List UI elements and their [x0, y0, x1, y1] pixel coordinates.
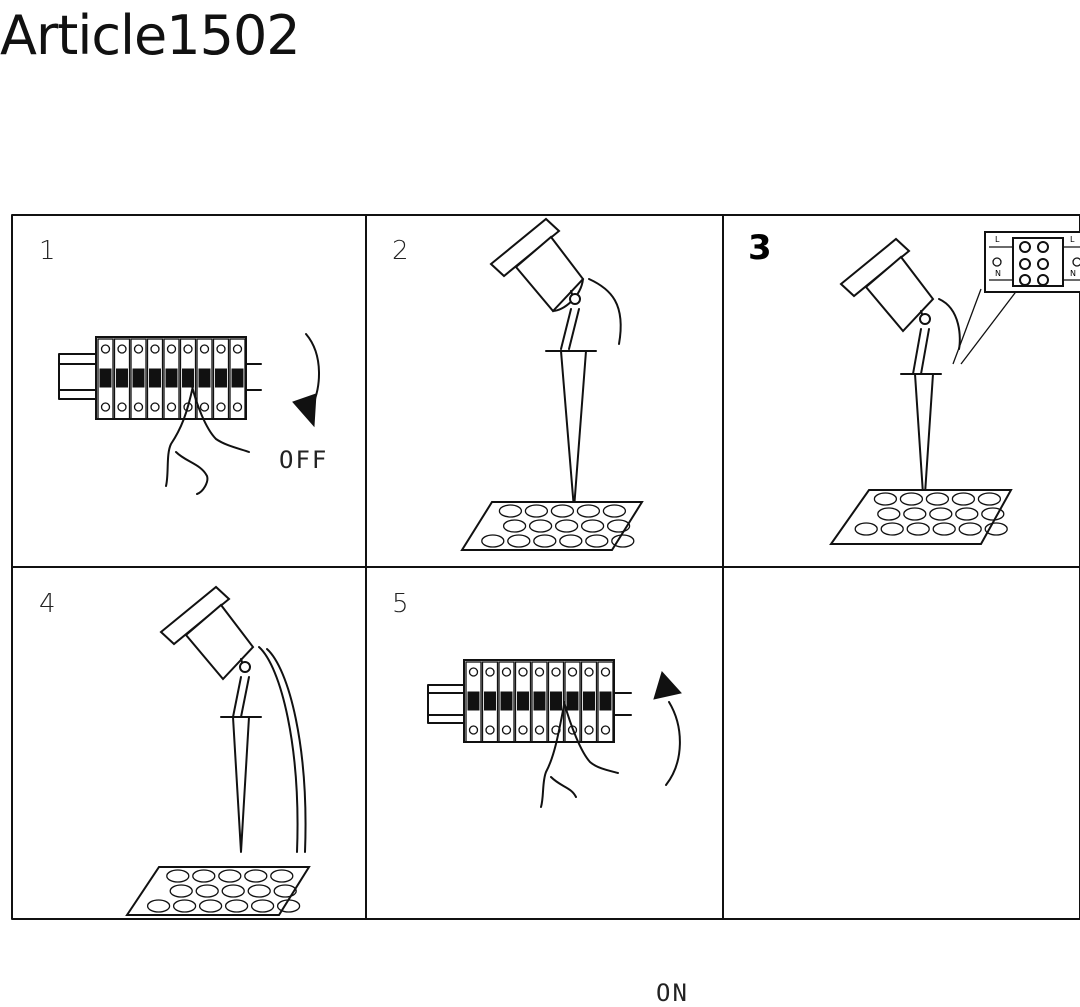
breaker-panel-icon: [427, 659, 682, 808]
step-2-panel: 2: [366, 214, 723, 567]
step-3-number: 3: [748, 228, 772, 268]
hand-icon: [165, 381, 250, 495]
grid-lines: [11, 214, 1080, 920]
spike-light-icon: [460, 217, 644, 551]
terminal-neutral-label: N: [995, 269, 1001, 278]
terminal-live-label: L: [995, 235, 1000, 244]
terminal-block-icon: L L N N: [984, 231, 1080, 293]
empty-panel: [723, 567, 1080, 920]
step-1-label: OFF: [279, 446, 329, 474]
spike-light-icon: [125, 585, 311, 916]
step-3-panel: 3: [723, 214, 1080, 567]
step-1-number: 1: [39, 236, 56, 266]
hand-icon: [540, 701, 619, 808]
step-2-number: 2: [392, 236, 409, 266]
step-5-panel: 5 ON: [366, 567, 723, 1007]
terminal-live-label-right: L: [1070, 235, 1075, 244]
spike-light-icon: L L N N: [829, 231, 1080, 545]
step-5-number: 5: [392, 589, 409, 619]
step-1-panel: 1 OFF: [11, 214, 366, 567]
document-title: Article1502: [0, 4, 301, 67]
step-4-number: 4: [39, 589, 56, 619]
terminal-neutral-label-right: N: [1070, 269, 1076, 278]
step-4-panel: 4: [11, 567, 366, 920]
step-5-label: ON: [656, 979, 689, 1007]
breaker-panel-icon: [58, 333, 320, 495]
rotate-arrow-icon: [665, 701, 681, 786]
instruction-grid: 1 OFF 2: [11, 214, 1080, 1007]
paving-stones-icon: [829, 489, 1013, 545]
paving-stones-icon: [125, 866, 311, 916]
paving-stones-icon: [460, 501, 644, 551]
